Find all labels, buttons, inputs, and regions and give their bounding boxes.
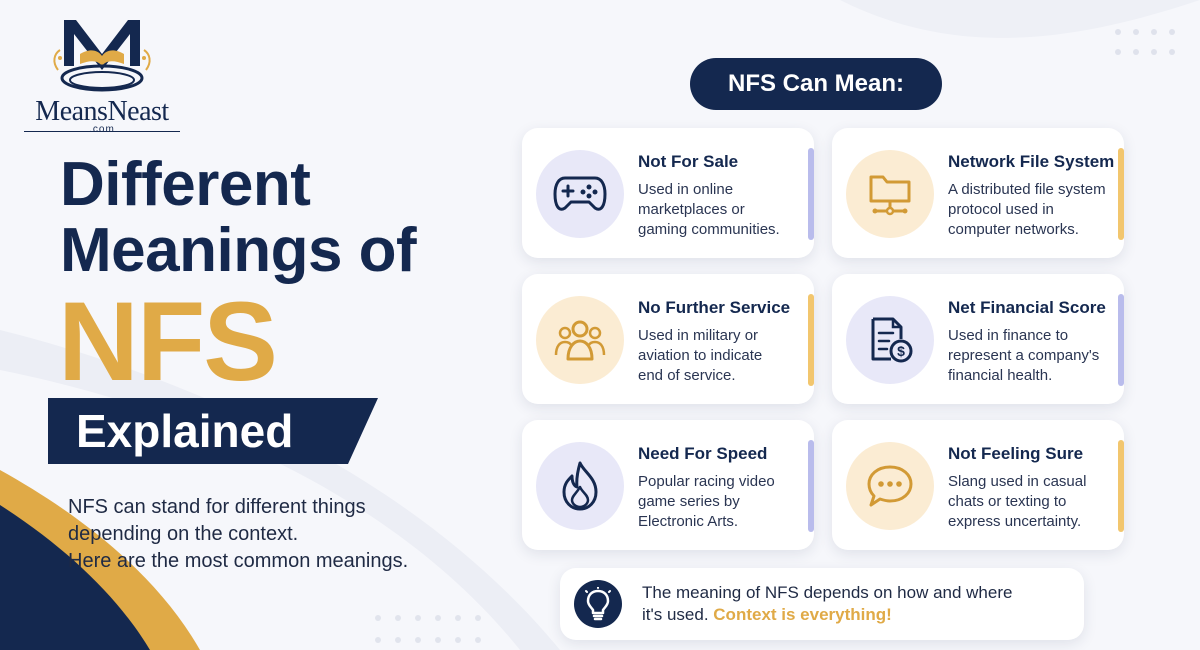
chat-bubble-icon [867, 465, 913, 507]
note-line-2: it's used. Context is everything! [642, 604, 1012, 626]
brand-name: MeansNeast [35, 96, 169, 127]
intro-line: depending on the context. [68, 523, 299, 545]
desc-line: financial health. [948, 367, 1053, 384]
network-folder-icon [869, 175, 911, 216]
dot-grid-decoration [375, 615, 481, 643]
brand-domain: .com [89, 124, 115, 135]
meaning-card-not-feeling-sure[interactable]: Not Feeling Sure Slang used in casual ch… [832, 420, 1124, 550]
heading-acronym: NFS [58, 279, 278, 404]
note-line-1: The meaning of NFS depends on how and wh… [642, 583, 1013, 602]
lightbulb-icon-circle [574, 580, 622, 628]
icon-circle [846, 442, 934, 530]
card-accent-bar [808, 294, 814, 386]
meaning-description: A distributed file system protocol used … [948, 180, 1118, 240]
section-label-pill: NFS Can Mean: [690, 58, 942, 110]
meaning-card-need-for-speed[interactable]: Need For Speed Popular racing video game… [522, 420, 814, 550]
desc-line: Used in online [638, 181, 734, 198]
finance-document-icon: $ [871, 317, 913, 363]
card-accent-bar [1118, 148, 1124, 240]
meaning-description: Used in online marketplaces or gaming co… [638, 180, 808, 240]
desc-line: A distributed file system [948, 181, 1106, 198]
explained-ribbon: Explained [48, 398, 378, 464]
meaning-description: Slang used in casual chats or texting to… [948, 472, 1118, 532]
context-note-text: The meaning of NFS depends on how and wh… [642, 582, 1012, 626]
icon-circle [846, 150, 934, 238]
heading-line-1: Different [60, 150, 311, 219]
brand-divider [24, 131, 180, 132]
desc-line: Popular racing video [638, 473, 775, 490]
svg-text:$: $ [897, 343, 905, 359]
meaning-card-not-for-sale[interactable]: Not For Sale Used in online marketplaces… [522, 128, 814, 258]
icon-circle [536, 296, 624, 384]
nest-book-logo-icon [53, 20, 151, 92]
desc-line: Used in finance to [948, 327, 1069, 344]
note-line-2-prefix: it's used. [642, 605, 714, 624]
meaning-description: Popular racing video game series by Elec… [638, 472, 808, 532]
desc-line: end of service. [638, 367, 736, 384]
ribbon-shape [48, 398, 378, 464]
meaning-title: No Further Service [638, 298, 791, 317]
meaning-description: Used in finance to represent a company's… [948, 326, 1118, 386]
meaning-description: Used in military or aviation to indicate… [638, 326, 808, 386]
card-accent-bar [1118, 440, 1124, 532]
intro-line: Here are the most common meanings. [68, 550, 409, 572]
meaning-card-no-further-service[interactable]: No Further Service Used in military or a… [522, 274, 814, 404]
note-highlight: Context is everything! [713, 605, 892, 624]
icon-circle [536, 150, 624, 238]
meaning-card-network-file-system[interactable]: Network File System A distributed file s… [832, 128, 1124, 258]
intro-text: NFS can stand for different things depen… [68, 494, 448, 575]
desc-line: Slang used in casual [948, 473, 1087, 490]
heading-line-2: Meanings of [60, 216, 417, 285]
desc-line: gaming communities. [638, 221, 780, 238]
desc-line: aviation to indicate [638, 347, 763, 364]
brand-logo[interactable]: MeansNeast .com [22, 14, 182, 135]
context-note-card: The meaning of NFS depends on how and wh… [560, 568, 1084, 640]
icon-circle: $ [846, 296, 934, 384]
intro-line: NFS can stand for different things [68, 496, 366, 518]
dot-grid-decoration [1115, 29, 1175, 55]
desc-line: protocol used in [948, 201, 1054, 218]
desc-line: Used in military or [638, 327, 759, 344]
meaning-card-net-financial-score[interactable]: $ Net Financial Score Used in finance to… [832, 274, 1124, 404]
gamepad-icon [553, 176, 607, 211]
icon-circle [536, 442, 624, 530]
desc-line: chats or texting to [948, 493, 1067, 510]
desc-line: Electronic Arts. [638, 513, 739, 530]
desc-line: computer networks. [948, 221, 1079, 238]
card-accent-bar [808, 440, 814, 532]
card-accent-bar [1118, 294, 1124, 386]
desc-line: represent a company's [948, 347, 1100, 364]
desc-line: game series by [638, 493, 740, 510]
meaning-title: Network File System [948, 152, 1115, 171]
ribbon-label: Explained [76, 405, 294, 457]
meaning-title: Net Financial Score [948, 298, 1106, 317]
card-accent-bar [808, 148, 814, 240]
meaning-title: Need For Speed [638, 444, 768, 463]
flame-icon [562, 461, 598, 511]
meaning-title: Not Feeling Sure [948, 444, 1084, 463]
meaning-title: Not For Sale [638, 152, 739, 171]
lightbulb-icon [585, 587, 611, 621]
desc-line: marketplaces or [638, 201, 745, 218]
people-group-icon [554, 320, 606, 361]
desc-line: express uncertainty. [948, 513, 1082, 530]
